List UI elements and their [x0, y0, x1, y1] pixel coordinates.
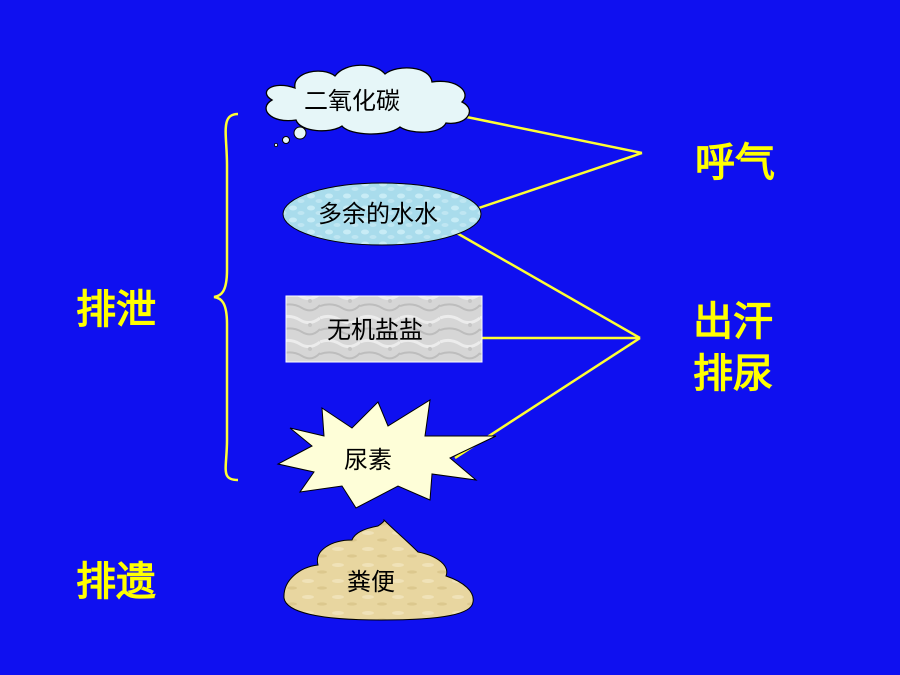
feces-label: 粪便	[347, 568, 395, 596]
salt-rect-shape	[285, 295, 483, 363]
bracket	[213, 112, 239, 482]
co2-label: 二氧化碳	[304, 87, 400, 115]
urinate-label: 排尿	[693, 351, 773, 397]
urea-label: 尿素	[344, 446, 392, 474]
water-label: 多余的水水	[318, 200, 438, 228]
egestion-label: 排遗	[76, 559, 156, 605]
excretion-label: 排泄	[76, 287, 156, 333]
exhale-label: 呼气	[695, 140, 775, 186]
connector-co2-exhale	[451, 112, 643, 155]
salt-label: 无机盐盐	[327, 316, 423, 344]
co2-cloud-shape	[265, 64, 470, 147]
water-ellipse-shape	[282, 182, 482, 246]
urea-explosion-shape	[276, 399, 497, 509]
sweat-label: 出汗	[693, 299, 773, 345]
feces-mound-shape	[283, 519, 474, 621]
connector-water-exhale	[454, 151, 643, 218]
connector-water-sweat	[454, 230, 641, 340]
